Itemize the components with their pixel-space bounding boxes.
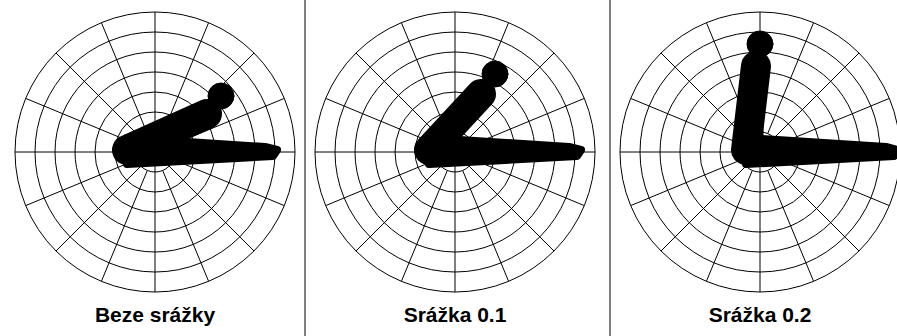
- grid-spoke: [661, 53, 760, 152]
- grid-spoke: [401, 171, 447, 282]
- grid-spoke: [455, 152, 456, 292]
- panel-divider: [610, 0, 611, 336]
- head: [208, 83, 234, 109]
- grid-spoke: [101, 171, 147, 282]
- gymnast-silhouette: [127, 83, 277, 164]
- polar-grid: [315, 12, 595, 292]
- penalty-caption: Beze srážky: [25, 303, 285, 327]
- arm: [441, 94, 481, 158]
- grid-spoke: [163, 171, 209, 282]
- polar-grid: [15, 12, 295, 292]
- polar-grid: [620, 12, 897, 292]
- grid-spoke: [768, 23, 814, 134]
- grid-spoke: [779, 160, 890, 206]
- head: [482, 61, 508, 87]
- grid-spoke: [155, 152, 156, 292]
- grid-spoke: [631, 160, 742, 206]
- penalty-caption: Srážka 0.1: [325, 303, 585, 327]
- grid-spoke: [760, 152, 859, 251]
- grid-spoke: [631, 98, 742, 144]
- grid-spoke: [101, 23, 147, 134]
- grid-spoke: [463, 171, 509, 282]
- grid-ring: [15, 12, 295, 292]
- legs: [746, 138, 897, 164]
- gymnast-silhouette: [429, 61, 581, 164]
- grid-spoke: [174, 160, 285, 206]
- grid-spoke: [706, 171, 752, 282]
- panel-divider: [305, 0, 306, 336]
- arm: [139, 114, 207, 158]
- penalty-caption: Srážka 0.2: [630, 303, 890, 327]
- grid-spoke: [26, 160, 137, 206]
- grid-spoke: [760, 152, 761, 292]
- grid-ring: [315, 12, 595, 292]
- grid-spoke: [455, 152, 554, 251]
- grid-spoke: [474, 160, 585, 206]
- grid-spoke: [155, 152, 254, 251]
- head: [747, 31, 773, 57]
- grid-ring: [620, 12, 897, 292]
- grid-spoke: [768, 171, 814, 282]
- arm: [756, 66, 758, 158]
- grid-spoke: [326, 160, 437, 206]
- gymnast-silhouette: [746, 31, 897, 164]
- grid-spoke: [326, 98, 437, 144]
